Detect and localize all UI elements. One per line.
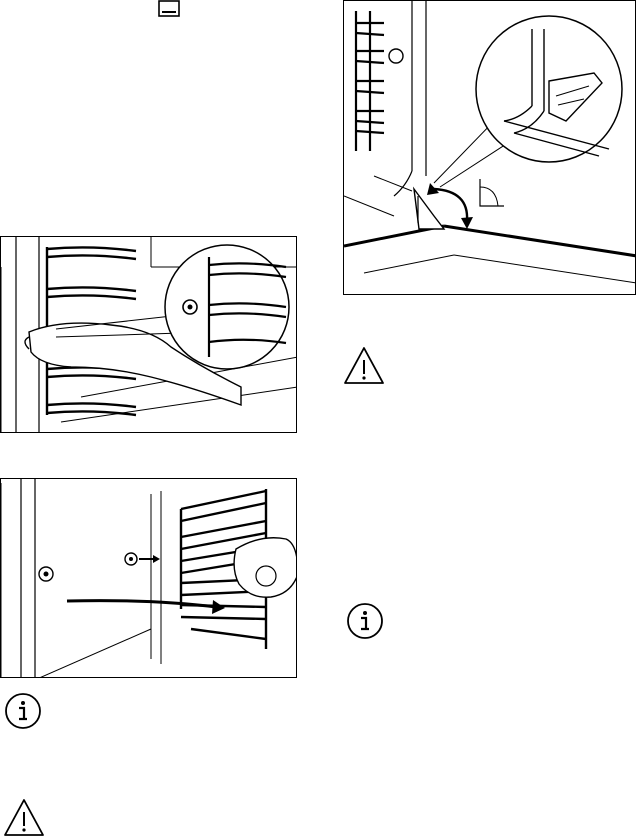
figure-hinge-rotation <box>343 0 636 295</box>
figure-install-shelf-support <box>0 478 297 678</box>
figure-remove-shelf-support <box>0 236 297 433</box>
oven-light-function-icon <box>157 0 181 18</box>
info-icon <box>4 692 42 730</box>
warning-icon <box>2 797 46 839</box>
warning-icon <box>342 345 386 387</box>
info-icon <box>346 602 384 640</box>
